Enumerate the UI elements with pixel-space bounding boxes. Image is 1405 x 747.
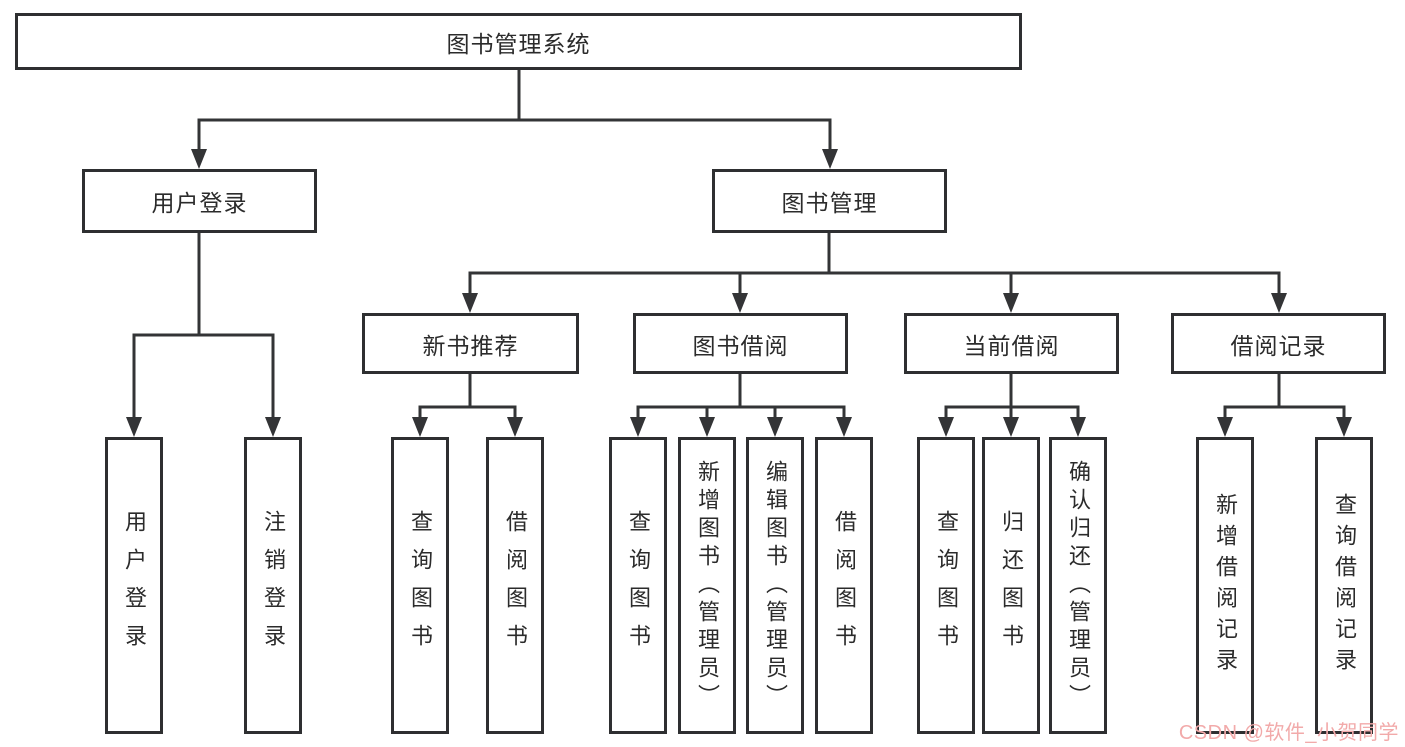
node-label: 借阅图书: [832, 509, 857, 662]
node-label: 编辑图书（管理员）: [763, 459, 788, 712]
node-label: 查询图书: [408, 509, 433, 662]
node-label: 查询图书: [934, 509, 959, 662]
leaf-query-books-borrow: 查询图书: [609, 437, 667, 734]
node-label: 用户登录: [151, 190, 248, 216]
leaf-add-borrow-record: 新增借阅记录: [1196, 437, 1254, 734]
leaf-return-books: 归还图书: [982, 437, 1040, 734]
leaf-borrow-books: 借阅图书: [815, 437, 873, 734]
node-library-management-system: 图书管理系统: [15, 13, 1022, 70]
node-label: 确认归还（管理员）: [1066, 459, 1091, 712]
node-label: 注销登录: [261, 509, 286, 662]
node-label: 归还图书: [999, 509, 1024, 662]
node-current-borrow: 当前借阅: [904, 313, 1119, 374]
node-label: 新增借阅记录: [1213, 492, 1238, 679]
node-user-login: 用户登录: [82, 169, 317, 233]
node-label: 当前借阅: [963, 332, 1060, 359]
node-label: 查询图书: [626, 509, 651, 662]
node-label: 新增图书（管理员）: [695, 459, 720, 712]
node-new-book-recommend: 新书推荐: [362, 313, 579, 374]
node-label: 图书借阅: [692, 332, 789, 359]
arrowheads: [126, 149, 1352, 437]
node-label: 借阅记录: [1230, 332, 1327, 359]
node-label: 图书管理系统: [446, 30, 591, 57]
node-label: 查询借阅记录: [1332, 492, 1357, 679]
leaf-borrow-books-recommend: 借阅图书: [486, 437, 544, 734]
leaf-edit-book-admin: 编辑图书（管理员）: [746, 437, 804, 734]
node-label: 新书推荐: [422, 332, 519, 359]
node-label: 用户登录: [122, 509, 147, 662]
leaf-add-book-admin: 新增图书（管理员）: [678, 437, 736, 734]
node-book-borrow: 图书借阅: [633, 313, 848, 374]
leaf-query-books-recommend: 查询图书: [391, 437, 449, 734]
leaf-logout: 注销登录: [244, 437, 302, 734]
csdn-watermark: CSDN @软件_小贺同学: [1178, 722, 1399, 744]
leaf-confirm-return-admin: 确认归还（管理员）: [1049, 437, 1107, 734]
node-borrow-records: 借阅记录: [1171, 313, 1386, 374]
node-label: 图书管理: [781, 190, 878, 216]
node-book-management: 图书管理: [712, 169, 947, 233]
leaf-query-books-current: 查询图书: [917, 437, 975, 734]
node-label: 借阅图书: [503, 509, 528, 662]
leaf-user-login: 用户登录: [105, 437, 163, 734]
leaf-query-borrow-record: 查询借阅记录: [1315, 437, 1373, 734]
